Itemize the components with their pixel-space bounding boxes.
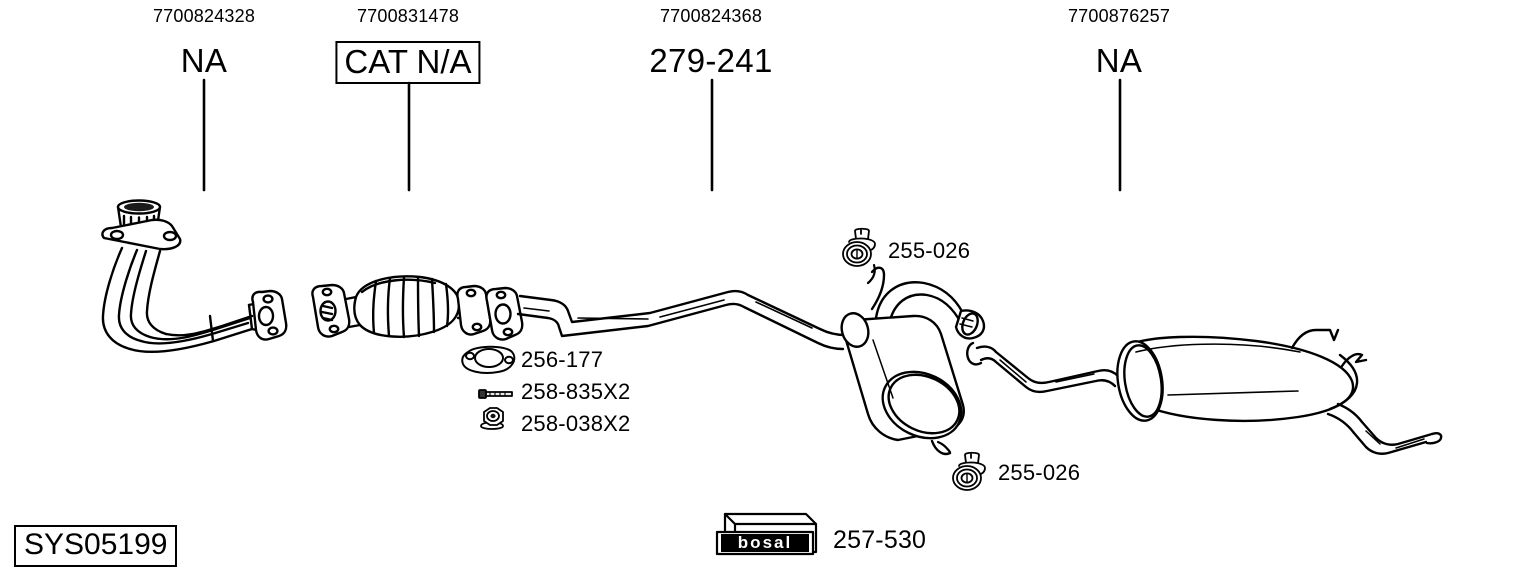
leader-lines (202, 78, 1122, 192)
bolt-icon (478, 389, 513, 399)
rubber-hanger-icon-bottom (952, 451, 986, 491)
catalytic-converter-drawing (311, 275, 492, 339)
component-name-4: NA (1095, 42, 1143, 79)
fitting-label-nut: 258-038X2 (521, 411, 631, 436)
centre-silencer-drawing (840, 266, 986, 456)
component-name-1: NA (180, 42, 228, 79)
hanger-label-top: 255-026 (888, 238, 971, 263)
centre-pipe-drawing (485, 286, 847, 351)
fitting-label-gasket: 256-177 (521, 347, 604, 372)
component-name-3: 279-241 (649, 42, 773, 79)
gasket-icon (461, 345, 516, 374)
fitting-label-bolt: 258-835X2 (521, 379, 631, 404)
hanger-label-bottom: 255-026 (998, 460, 1081, 485)
rubber-hanger-icon-top (842, 227, 876, 267)
brand-part-label: 257-530 (833, 526, 927, 554)
system-code-label: SYS05199 (14, 525, 178, 567)
front-pipe-drawing (101, 199, 288, 354)
flange-nut-icon (480, 407, 504, 430)
part-number-1: 7700824328 (152, 6, 256, 26)
part-number-4: 7700876257 (1067, 6, 1171, 26)
bosal-logo-text: bosal (721, 534, 809, 552)
component-name-2: CAT N/A (335, 41, 481, 84)
rear-silencer-drawing (966, 328, 1443, 455)
hanger-leader-ticks (866, 263, 952, 454)
part-number-2: 7700831478 (356, 6, 460, 26)
part-number-3: 7700824368 (659, 6, 763, 26)
